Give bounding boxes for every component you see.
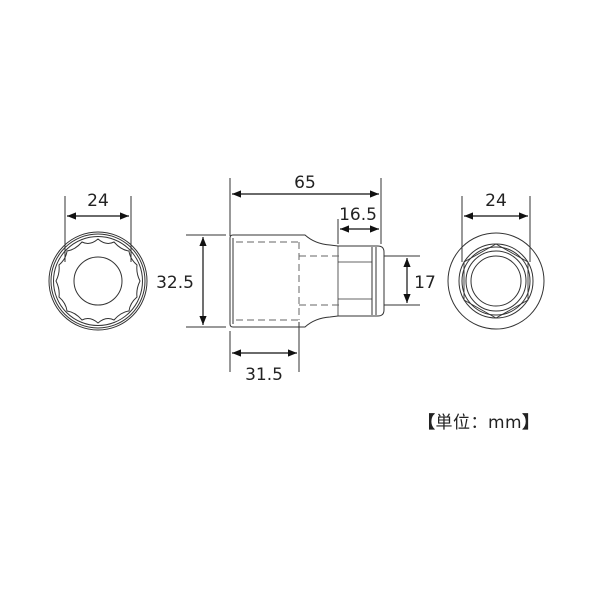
left-end-view: 24 — [48, 191, 148, 331]
dimension-label-65: 65 — [294, 173, 316, 193]
hidden-lines — [236, 241, 420, 321]
ring-circle-inner — [461, 246, 531, 316]
bore-inner — [470, 255, 522, 307]
chamfer-circle — [53, 236, 143, 326]
right-end-view: 24 — [447, 191, 545, 330]
ring-circle — [458, 243, 534, 319]
dimension-label-32-5: 32.5 — [156, 273, 194, 293]
outer-circle — [48, 231, 148, 331]
dimension-label-16-5: 16.5 — [339, 205, 377, 225]
dimension-label-17: 17 — [414, 273, 436, 293]
unit-open-bracket: 【 — [418, 413, 436, 433]
dimension-label-right-24: 24 — [485, 191, 507, 211]
dimension-label-left-24: 24 — [87, 191, 109, 211]
twelve-point-profile — [55, 238, 141, 324]
socket-body-outline — [229, 234, 385, 328]
unit-text: 単位：mm — [435, 413, 523, 433]
unit-label: 【単位：mm】 — [418, 408, 540, 433]
bore-outer — [465, 250, 527, 312]
unit-close-bracket: 】 — [522, 413, 540, 433]
dimension-label-31-5: 31.5 — [245, 365, 283, 385]
outer-circle — [447, 232, 545, 330]
inner-bore — [73, 256, 123, 306]
side-view: 65 16.5 32.5 17 — [156, 173, 436, 385]
outer-circle-inner — [50, 233, 146, 329]
